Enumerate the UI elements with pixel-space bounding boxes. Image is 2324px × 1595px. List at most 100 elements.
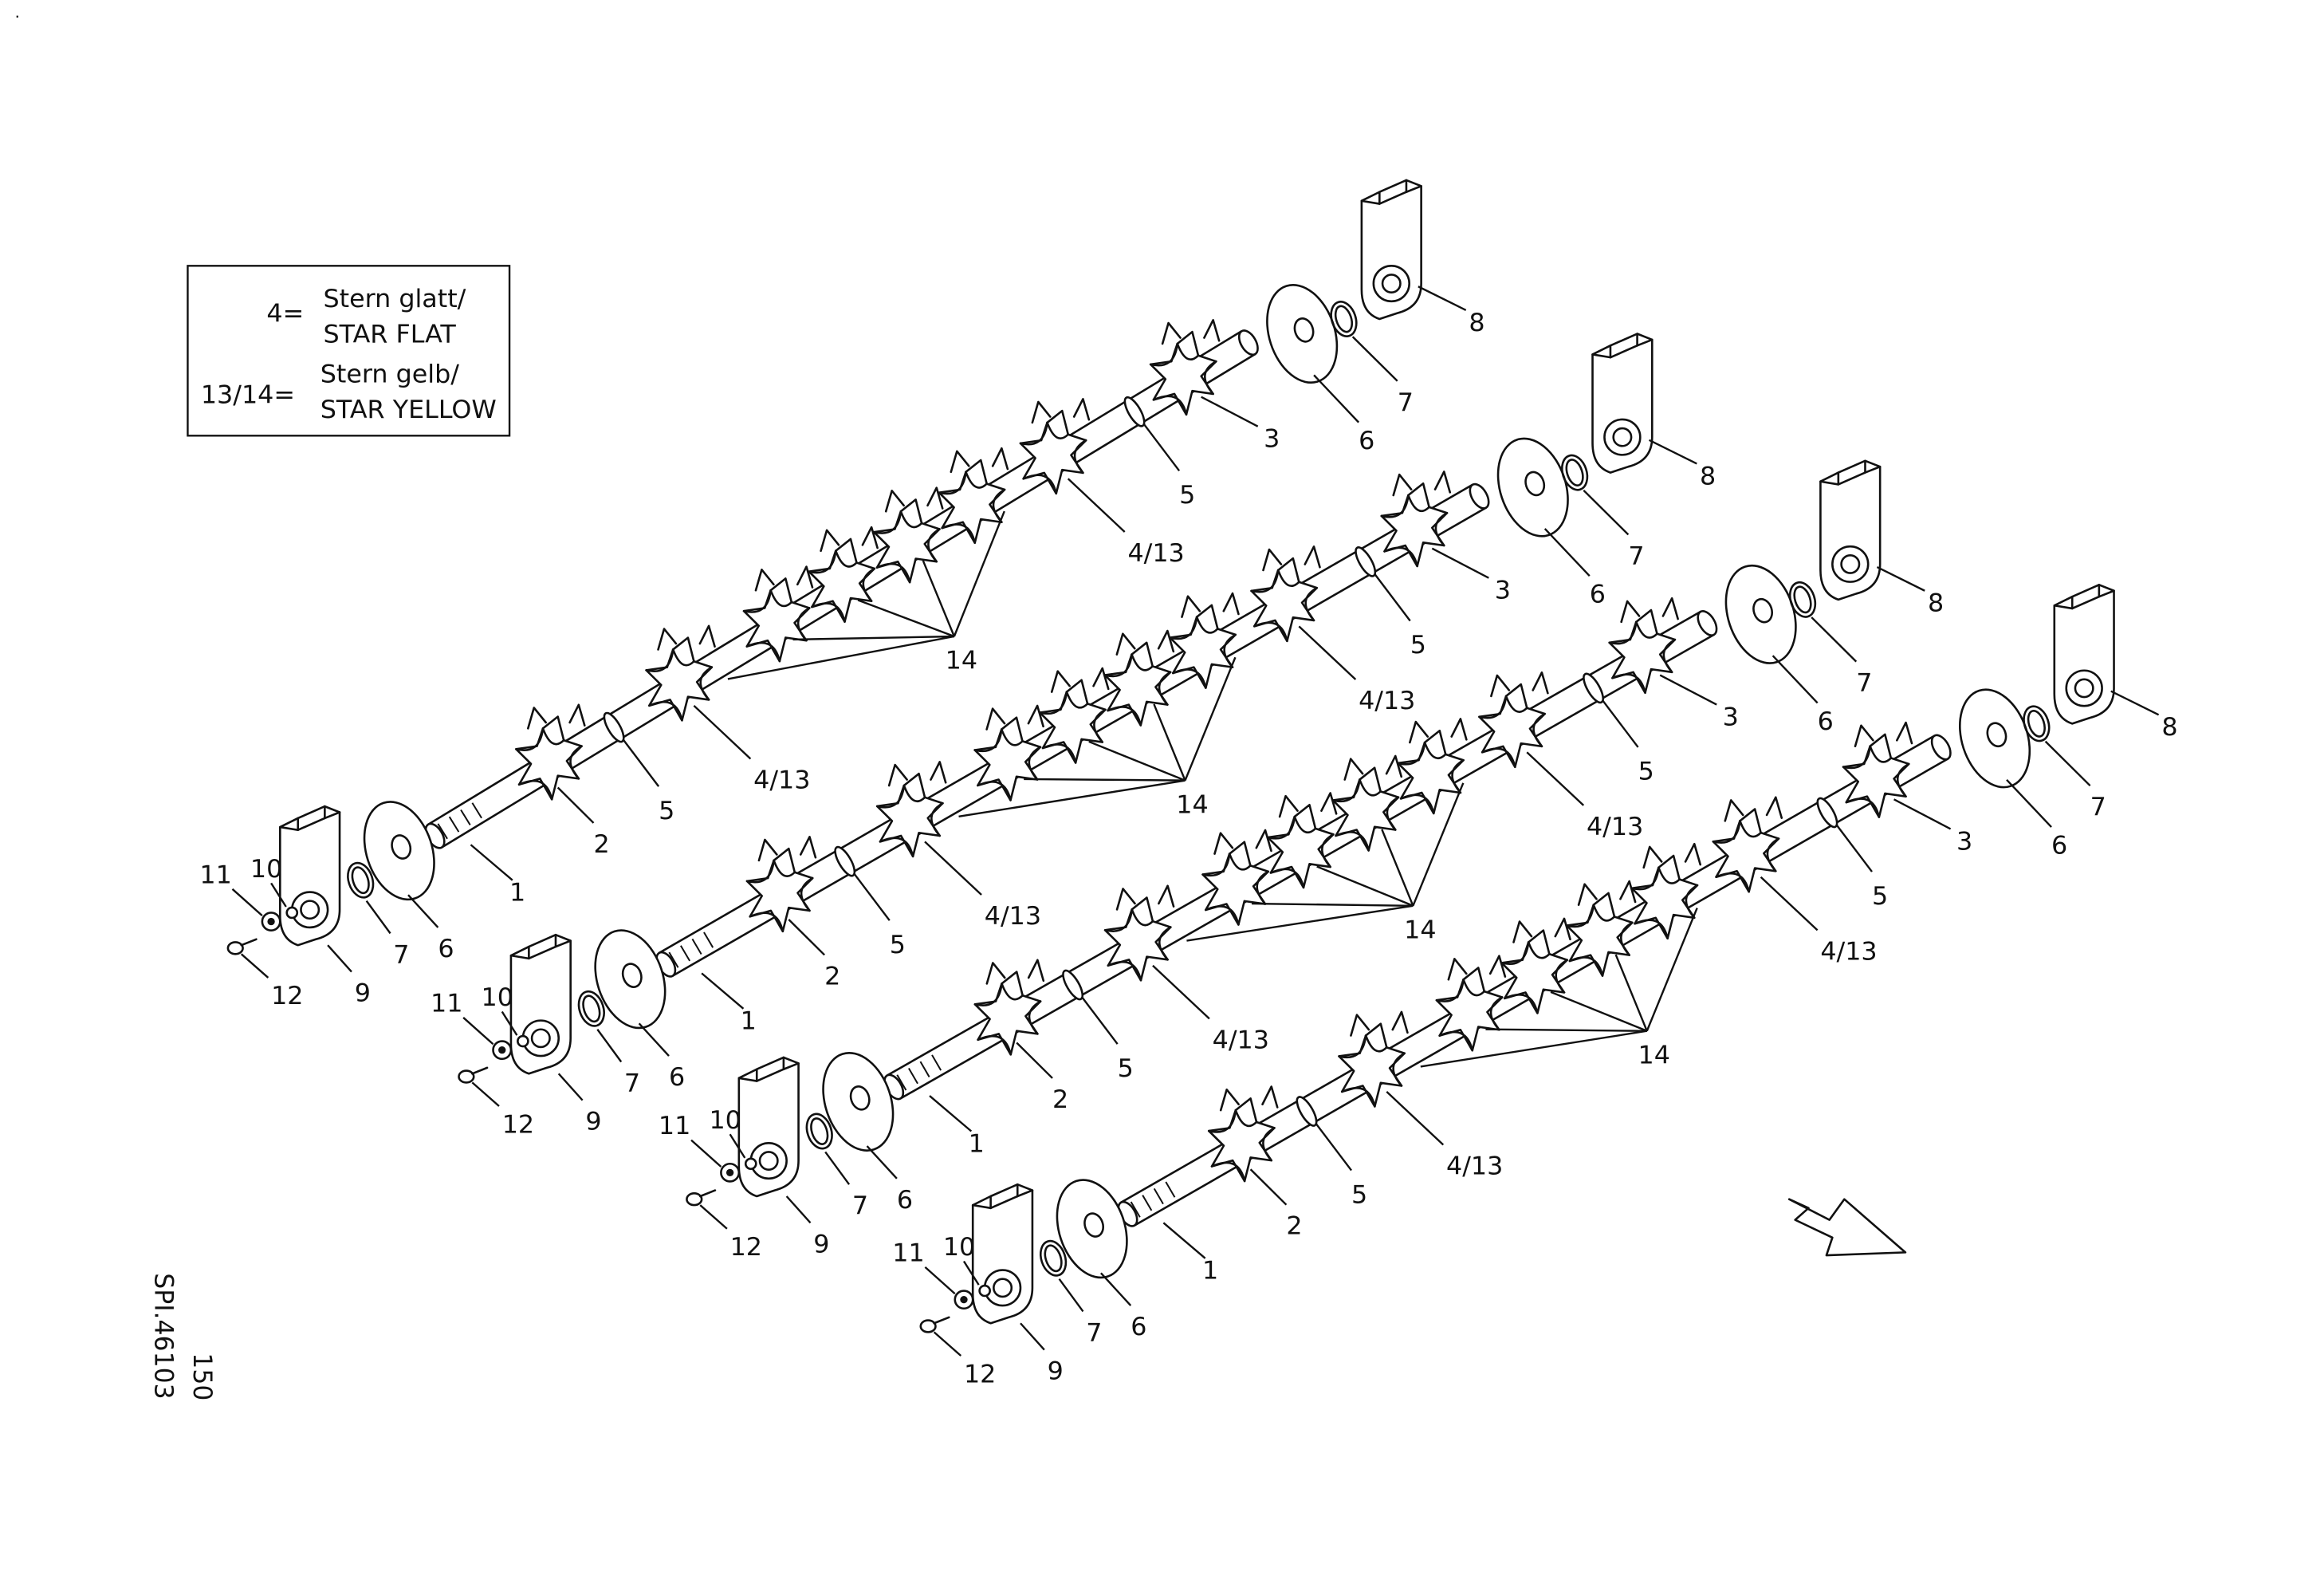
part-label-disc: 6 bbox=[669, 1063, 685, 1092]
disc-right bbox=[1486, 430, 1579, 545]
leader-line bbox=[925, 841, 981, 895]
part-label-bearing_left: 9 bbox=[585, 1108, 601, 1136]
legend: 4= Stern glatt/ STAR FLAT 13/14= Stern g… bbox=[187, 266, 509, 435]
leader-line bbox=[1660, 675, 1716, 705]
part-label-shaft: 1 bbox=[969, 1130, 985, 1159]
spacer-ring bbox=[1814, 796, 1841, 830]
star-rotor bbox=[1020, 399, 1089, 494]
part-label-ring: 5 bbox=[1638, 758, 1654, 786]
legend-key-yellow: 13/14= bbox=[201, 381, 295, 410]
spacer-ring bbox=[832, 845, 859, 879]
spline-groove bbox=[897, 1075, 906, 1090]
leader-line bbox=[1251, 1169, 1287, 1204]
part-label-bearing_right: 8 bbox=[1700, 463, 1716, 491]
leader-line bbox=[2046, 742, 2090, 786]
part-label-star_flat_yellow: 4/13 bbox=[1359, 687, 1415, 715]
star-rotor bbox=[744, 567, 812, 662]
bearing-left bbox=[973, 1184, 1032, 1323]
leader-line bbox=[694, 706, 750, 759]
leader-line bbox=[597, 1030, 621, 1062]
spring-washer bbox=[980, 1286, 990, 1296]
star-rotor bbox=[1333, 756, 1402, 851]
part-label-circlip: 7 bbox=[393, 941, 409, 970]
part-label-star_end_left: 2 bbox=[594, 830, 610, 859]
spline-groove bbox=[704, 932, 713, 947]
part-label-star_end_right: 3 bbox=[1264, 425, 1280, 454]
part-label-washer: 11 bbox=[199, 861, 231, 890]
part-label-bolt: 12 bbox=[964, 1360, 996, 1388]
bearing-left bbox=[511, 935, 571, 1073]
part-label-star_flat_yellow: 4/13 bbox=[1587, 813, 1643, 841]
part-label-shaft: 1 bbox=[741, 1007, 757, 1036]
part-label-disc: 6 bbox=[1818, 707, 1834, 736]
shaft-end bbox=[1235, 328, 1261, 358]
leader-line bbox=[558, 787, 594, 822]
spline-groove bbox=[472, 803, 482, 818]
bearing-left bbox=[280, 806, 340, 945]
part-label-spring_washer: 10 bbox=[709, 1106, 741, 1135]
star-rotor bbox=[1567, 881, 1635, 976]
leader-line bbox=[691, 1140, 721, 1167]
bolt-shank bbox=[934, 1317, 950, 1323]
leader-line bbox=[1252, 904, 1413, 906]
part-label-circlip: 7 bbox=[624, 1069, 640, 1098]
part-label-circlip: 7 bbox=[1628, 542, 1644, 571]
part-label-star_flat_yellow: 4/13 bbox=[1127, 539, 1184, 568]
star-rotor bbox=[1339, 1012, 1407, 1107]
spacer-ring bbox=[1580, 671, 1607, 706]
star-rotor bbox=[1437, 956, 1505, 1051]
leader-line bbox=[1773, 656, 1818, 703]
star-rotor bbox=[747, 837, 816, 931]
part-label-disc: 6 bbox=[897, 1186, 913, 1215]
leader-line bbox=[472, 1082, 499, 1106]
corner-mark: . bbox=[15, 2, 20, 22]
spline-groove bbox=[1142, 1195, 1151, 1211]
part-label-star_yellow: 14 bbox=[1176, 790, 1208, 819]
leader-line bbox=[242, 954, 269, 978]
legend-key-flat: 4= bbox=[266, 300, 304, 329]
leader-line bbox=[1386, 1092, 1443, 1145]
part-label-star_flat_yellow: 4/13 bbox=[1820, 938, 1877, 967]
leader-line bbox=[730, 1134, 745, 1158]
washer-hole bbox=[960, 1296, 968, 1304]
leader-line bbox=[1836, 825, 1872, 872]
star-rotor bbox=[1209, 1087, 1277, 1182]
leader-line bbox=[623, 739, 659, 786]
spline-groove bbox=[920, 1061, 929, 1077]
spring-washer bbox=[287, 908, 297, 918]
leader-line bbox=[825, 1152, 849, 1184]
leader-line bbox=[639, 1023, 669, 1056]
leader-line bbox=[1583, 490, 1628, 535]
spline-groove bbox=[932, 1055, 941, 1070]
leader-line bbox=[1616, 955, 1647, 1031]
part-label-star_yellow: 14 bbox=[1638, 1042, 1670, 1070]
part-label-disc: 6 bbox=[1359, 427, 1374, 455]
leader-line bbox=[854, 873, 890, 920]
star-rotor bbox=[874, 488, 942, 583]
leader-line bbox=[2111, 691, 2159, 715]
part-label-bearing_right: 8 bbox=[1469, 309, 1484, 337]
part-label-bearing_right: 8 bbox=[2161, 713, 2177, 742]
part-label-bearing_left: 9 bbox=[813, 1230, 829, 1258]
leader-line bbox=[1314, 375, 1359, 422]
part-label-star_end_right: 3 bbox=[1495, 577, 1511, 605]
spline-groove bbox=[681, 946, 690, 961]
leader-line bbox=[954, 511, 1005, 636]
part-label-bearing_left: 9 bbox=[355, 979, 371, 1008]
leader-line bbox=[1527, 752, 1583, 805]
part-label-bolt: 12 bbox=[502, 1110, 534, 1139]
drawing-reference: SPI.46103 150 bbox=[148, 1273, 216, 1400]
legend-frame bbox=[187, 266, 509, 435]
part-label-spring_washer: 10 bbox=[943, 1233, 975, 1262]
leader-line bbox=[700, 1205, 727, 1229]
leader-line bbox=[858, 600, 954, 636]
shaft-end bbox=[1466, 481, 1492, 511]
leader-line bbox=[1143, 423, 1179, 471]
leader-line bbox=[502, 1012, 517, 1036]
part-label-circlip: 7 bbox=[1086, 1319, 1102, 1348]
bolt-shank bbox=[700, 1191, 715, 1196]
